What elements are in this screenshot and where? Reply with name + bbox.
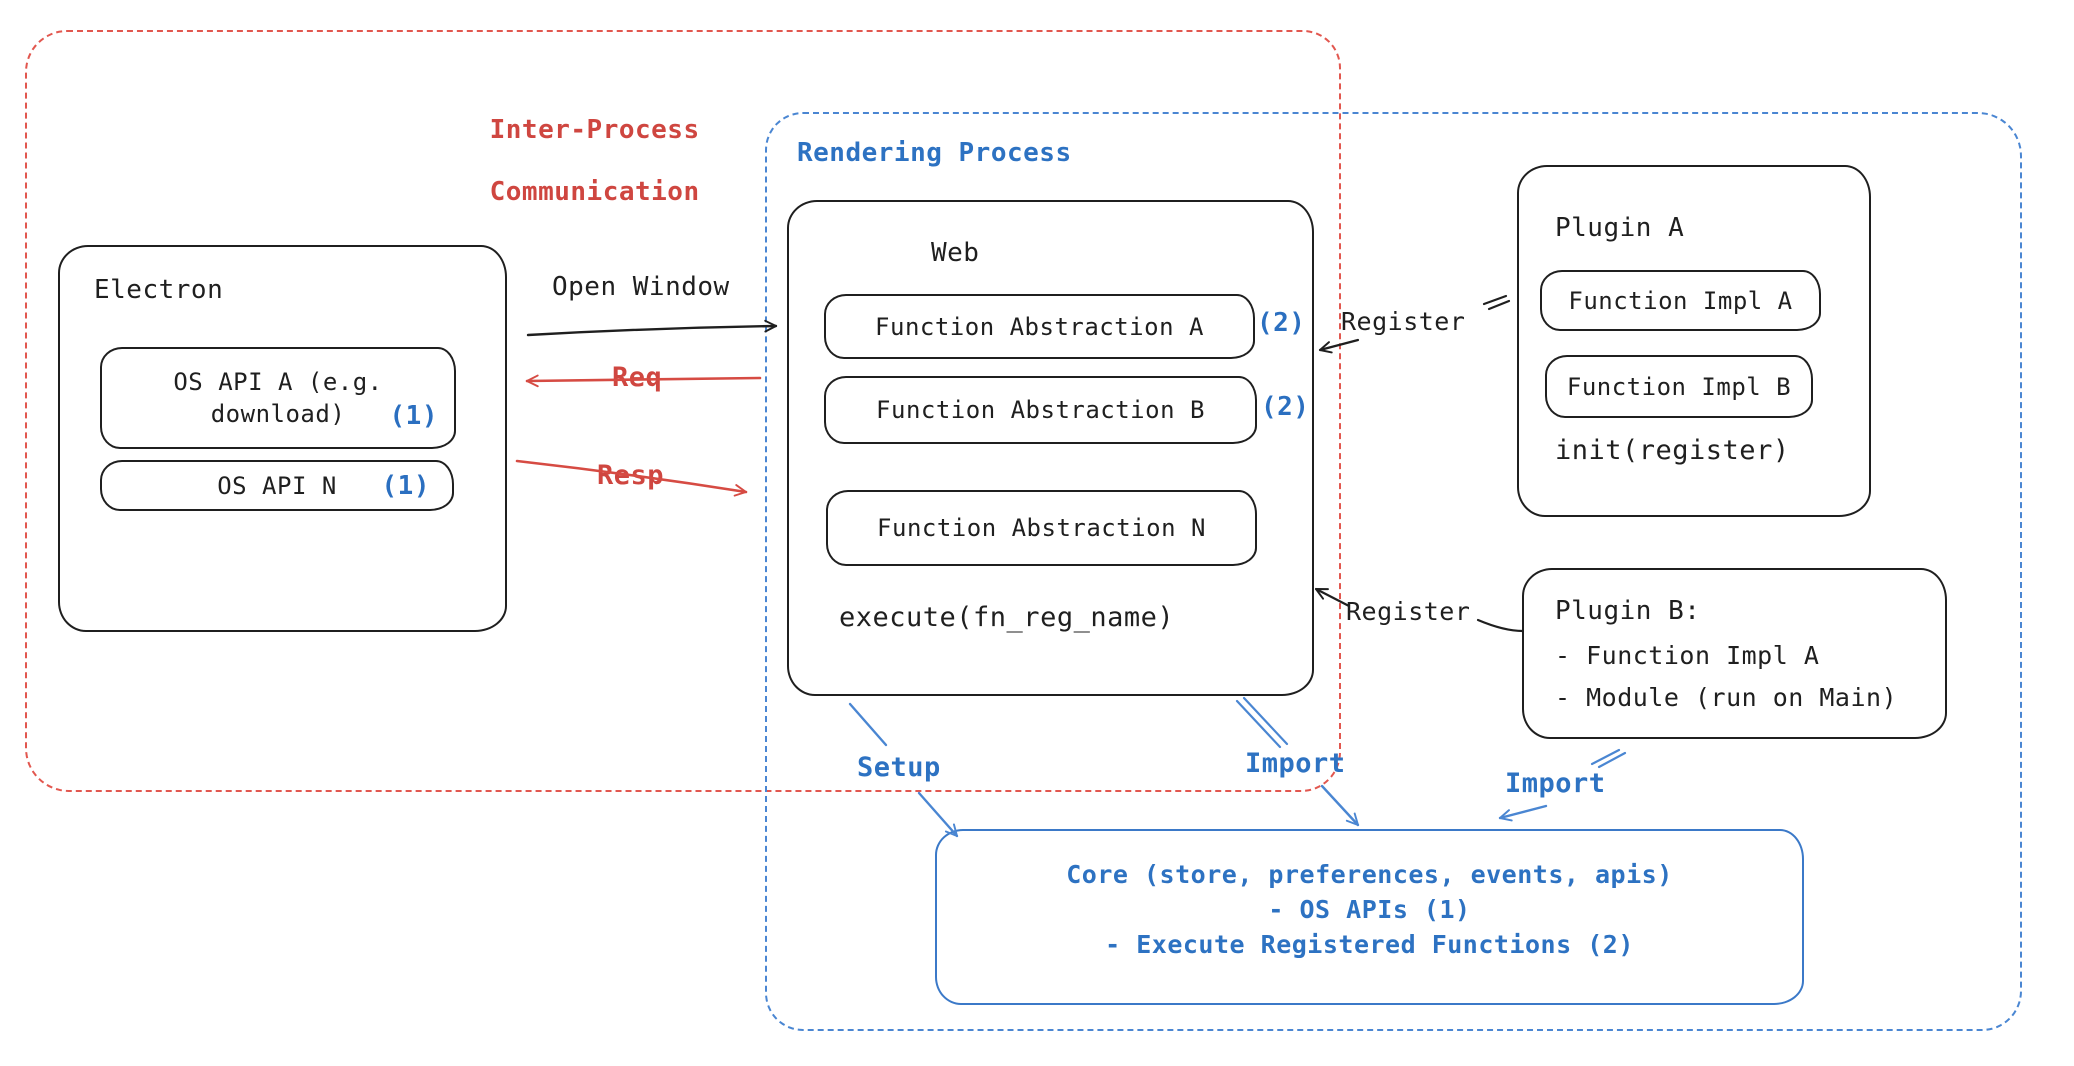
core-box: Core (store, preferences, events, apis) … (935, 829, 1804, 1005)
ipc-region-title: Inter-Process Communication (425, 84, 700, 239)
rendering-region-border (765, 112, 2022, 1031)
plugin-a-box: Plugin A Function Impl A Function Impl B… (1517, 165, 1871, 517)
function-abstraction-a-box: Function Abstraction A (824, 294, 1255, 359)
import-center-label: Import (1245, 748, 1346, 779)
register-top-label: Register (1341, 307, 1466, 336)
plugin-a-title: Plugin A (1555, 213, 1685, 243)
req-label: Req (612, 362, 663, 393)
function-abstraction-b-badge: (2) (1261, 392, 1310, 422)
electron-title: Electron (94, 275, 224, 305)
os-api-a-line1: OS API A (e.g. (173, 368, 383, 396)
os-api-a-label: OS API A (e.g. download) (173, 366, 382, 430)
function-abstraction-b-label: Function Abstraction B (876, 396, 1205, 424)
plugin-b-item-1: - Function Impl A (1555, 641, 1820, 670)
plugin-b-box: Plugin B: - Function Impl A - Module (ru… (1522, 568, 1947, 739)
os-api-n-label: OS API N (217, 471, 337, 500)
resp-label: Resp (597, 460, 665, 491)
os-api-a-badge: (1) (389, 401, 438, 431)
function-abstraction-n-label: Function Abstraction N (877, 514, 1206, 542)
function-impl-a-label: Function Impl A (1568, 286, 1793, 315)
import-right-label: Import (1505, 768, 1606, 799)
init-register-label: init(register) (1555, 435, 1790, 466)
register-bottom-label: Register (1346, 597, 1471, 626)
os-api-n-badge: (1) (381, 471, 430, 501)
ipc-title-line1: Inter-Process (489, 115, 700, 145)
function-abstraction-a-label: Function Abstraction A (875, 312, 1204, 341)
core-line-2: - OS APIs (1) (1268, 895, 1471, 924)
function-abstraction-b-box: Function Abstraction B (824, 376, 1257, 444)
function-abstraction-a-badge: (2) (1257, 308, 1306, 338)
core-line-1: Core (store, preferences, events, apis) (1066, 860, 1673, 889)
ipc-region-border (25, 30, 1341, 792)
function-impl-b-label: Function Impl B (1566, 372, 1792, 401)
execute-label: execute(fn_reg_name) (839, 602, 1175, 633)
plugin-b-item-2: - Module (run on Main) (1555, 683, 1898, 712)
plugin-b-title: Plugin B: (1555, 596, 1701, 626)
function-impl-a-box: Function Impl A (1540, 270, 1821, 331)
core-line-3: - Execute Registered Functions (2) (1105, 930, 1634, 959)
ipc-title-line2: Communication (489, 177, 700, 207)
os-api-a-box: OS API A (e.g. download) (1) (100, 347, 456, 449)
function-impl-b-box: Function Impl B (1545, 355, 1813, 418)
setup-label: Setup (857, 752, 941, 783)
web-title: Web (931, 238, 980, 268)
open-window-label: Open Window (552, 272, 730, 302)
os-api-n-box: OS API N (1) (100, 460, 454, 511)
electron-box: Electron OS API A (e.g. download) (1) OS… (58, 245, 507, 632)
web-box: Web Function Abstraction A (2) Function … (787, 200, 1314, 696)
function-abstraction-n-box: Function Abstraction N (826, 490, 1257, 566)
os-api-a-line2: download) (210, 400, 346, 428)
rendering-region-title: Rendering Process (797, 138, 1072, 168)
